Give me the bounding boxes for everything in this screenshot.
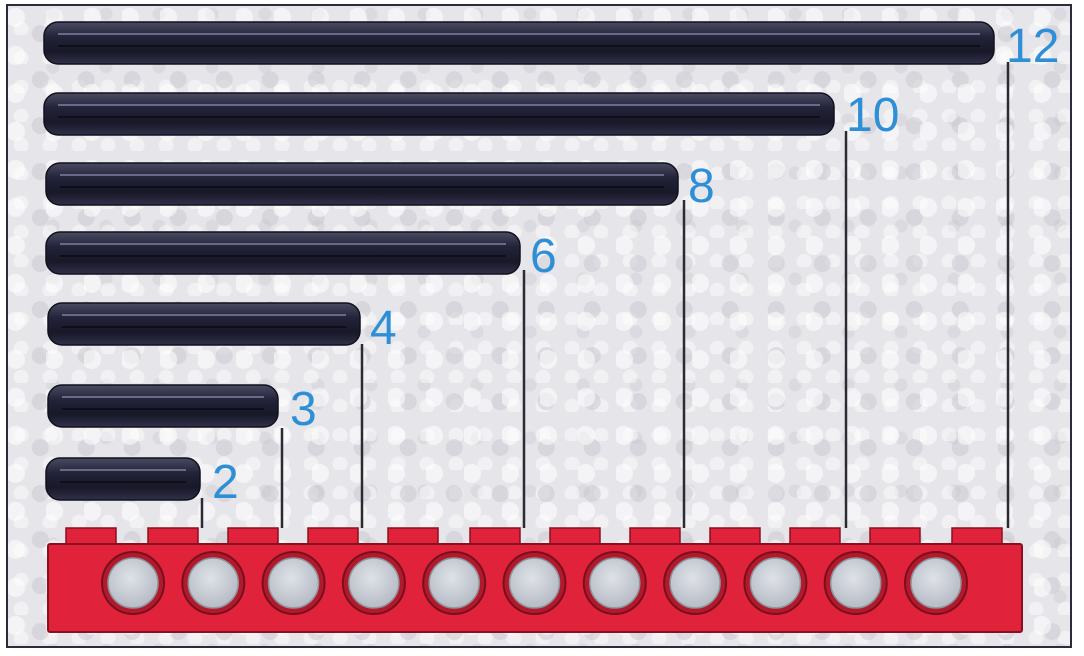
axle-12-label: 12 <box>1006 20 1059 73</box>
beam-hole <box>750 558 800 608</box>
axle-12 <box>44 22 994 64</box>
beam-hole <box>269 558 319 608</box>
axle-body <box>48 303 360 345</box>
axle-4-label: 4 <box>370 302 397 355</box>
axle-body <box>44 22 994 64</box>
axle-10 <box>44 93 834 135</box>
axle-8-label: 8 <box>688 160 715 213</box>
beam-hole <box>670 558 720 608</box>
axle-3 <box>48 385 278 427</box>
axle-3-label: 3 <box>290 383 317 436</box>
beam-hole <box>510 558 560 608</box>
axle-body <box>44 93 834 135</box>
beam-hole <box>349 558 399 608</box>
axle-6 <box>46 232 520 274</box>
beam-hole <box>590 558 640 608</box>
axle-2-label: 2 <box>212 456 239 509</box>
beam-hole <box>911 558 961 608</box>
axle-2 <box>46 458 200 500</box>
beam-hole <box>108 558 158 608</box>
axle-body <box>46 458 200 500</box>
axle-8 <box>46 163 678 205</box>
beam-holes <box>102 552 967 614</box>
axle-6-label: 6 <box>530 230 557 283</box>
axle-4 <box>48 303 360 345</box>
axle-body <box>46 232 520 274</box>
beam-hole <box>429 558 479 608</box>
axle-body <box>48 385 278 427</box>
axle-10-label: 10 <box>846 89 899 142</box>
beam-hole <box>188 558 238 608</box>
axle-body <box>46 163 678 205</box>
beam-hole <box>831 558 881 608</box>
